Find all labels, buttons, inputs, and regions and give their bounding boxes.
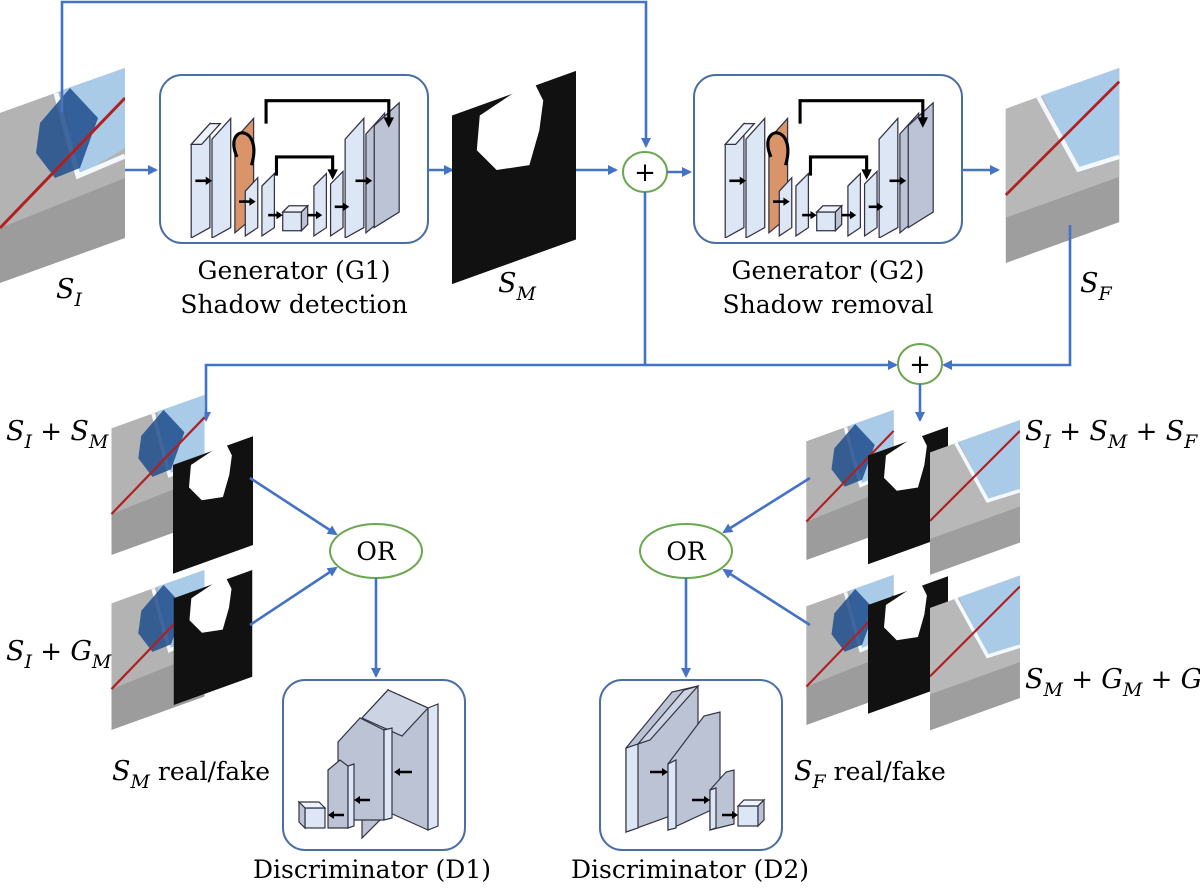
wire-sism-or1 [249,476,338,536]
generator-g2 [693,74,963,244]
triple-si-sm-sf [805,410,1020,575]
or-label: OR [356,537,396,566]
label-sf: SF [1080,268,1113,305]
wire-triple2-or2 [722,568,811,627]
wire-triple1-or2 [722,476,811,534]
d2-output-label: SF real/fake [794,756,946,793]
discriminator-d2 [599,679,783,851]
g2-subtitle: Shadow removal [722,290,933,319]
label-si-plus-sm: SI + SM [6,416,109,453]
wire-sigm-or1 [249,566,338,627]
pair-si-gm [109,570,253,730]
wire-sf-plus [942,225,1072,370]
label-si: SI [56,274,83,311]
sum-node-top: + [622,151,668,193]
g1-subtitle: Shadow detection [180,290,407,319]
label-sm-gm-gf: SM + GM + GF [1025,664,1200,701]
or-label: OR [666,537,706,566]
sum-node-right: + [897,343,943,385]
triple-sm-gm-gf [805,573,1020,733]
d2-title: Discriminator (D2) [571,855,809,884]
g1-title: Generator (G1) [198,256,391,285]
g2-title: Generator (G2) [732,256,925,285]
pair-si-sm [109,395,253,574]
or-node-d1: OR [329,523,423,579]
skip-wire-top [60,0,651,148]
mask-image-sm [452,70,576,285]
d1-title: Discriminator (D1) [253,855,491,884]
d1-output-label: SM real/fake [112,756,270,793]
sum-symbol: + [909,350,931,380]
label-sm: SM [498,268,537,305]
wire-to-left-branch [201,363,645,422]
shadow-free-image-sf [1006,68,1119,263]
label-si-plus-gm: SI + GM [6,636,112,673]
discriminator-d1 [282,679,466,851]
label-si-sm-sf: SI + SM + SF [1025,416,1198,453]
generator-g1 [159,74,429,244]
sum-symbol: + [634,158,656,188]
or-node-d2: OR [639,523,733,579]
